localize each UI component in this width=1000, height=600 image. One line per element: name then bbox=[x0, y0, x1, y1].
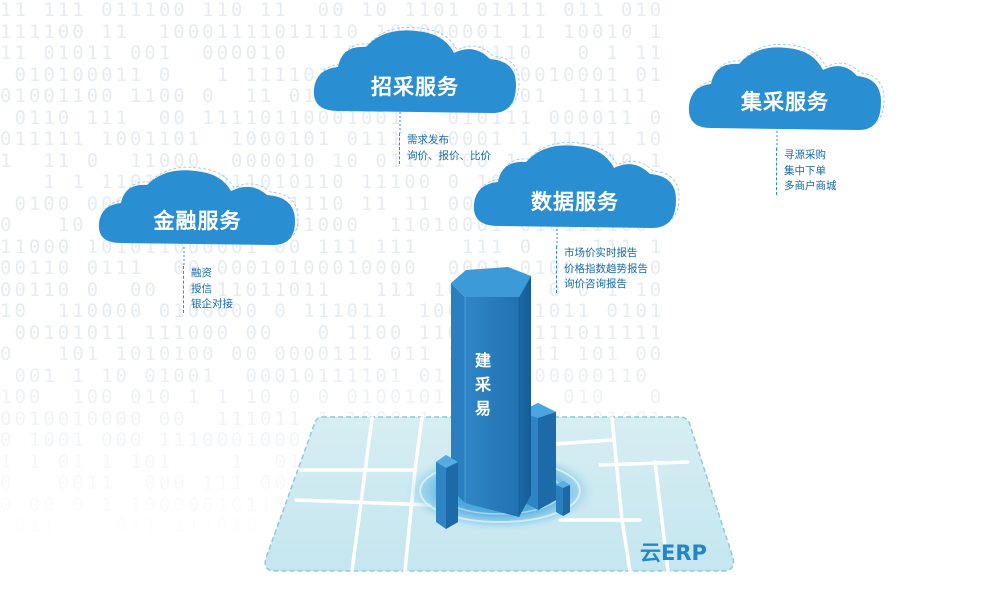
list-item: 集中下单 bbox=[784, 164, 826, 177]
main-tower bbox=[451, 267, 531, 517]
cloud-data-shape bbox=[473, 141, 680, 228]
cloud-finance-shape bbox=[98, 166, 299, 245]
cloud-finance-service: 金融服务 bbox=[95, 165, 300, 255]
tender-items: 需求发布 询价、报价、比价 bbox=[399, 133, 491, 164]
tiny-tower bbox=[556, 481, 570, 516]
tower-label: 建采易 bbox=[472, 352, 491, 424]
list-item: 寻源采购 bbox=[784, 149, 826, 161]
cloud-central-title: 集采服务 bbox=[741, 90, 829, 114]
cloud-tender-title: 招采服务 bbox=[371, 75, 459, 99]
list-item: 授信 bbox=[191, 282, 212, 295]
list-item: 市场价实时报告 bbox=[564, 247, 638, 259]
cloud-finance-title: 金融服务 bbox=[153, 209, 242, 233]
central-items: 寻源采购 集中下单 多商户商城 bbox=[776, 148, 837, 195]
cloud-data-title: 数据服务 bbox=[531, 190, 619, 214]
cloud-data-service: 数据服务 bbox=[470, 140, 680, 235]
data-items: 市场价实时报告 价格指数趋势报告 询价咨询报告 bbox=[556, 246, 648, 293]
list-item: 询价、报价、比价 bbox=[407, 149, 491, 162]
cloud-tender-service: 招采服务 bbox=[310, 25, 520, 120]
list-item: 多商户商城 bbox=[784, 180, 837, 192]
list-item: 需求发布 bbox=[407, 134, 449, 146]
cloud-tender-shape bbox=[313, 26, 520, 113]
cloud-central-shape bbox=[688, 43, 885, 130]
platform-roads bbox=[294, 416, 690, 573]
list-item: 价格指数趋势报告 bbox=[564, 262, 648, 275]
list-item: 银企对接 bbox=[191, 298, 233, 310]
small-tower-left bbox=[436, 455, 458, 529]
list-item: 融资 bbox=[191, 267, 212, 279]
cloud-central-purchase-service: 集采服务 bbox=[685, 42, 885, 137]
list-item: 询价咨询报告 bbox=[564, 278, 627, 290]
cloud-connectors bbox=[183, 112, 778, 267]
platform-brand-label: 云ERP bbox=[640, 541, 707, 565]
finance-items: 融资 授信 银企对接 bbox=[183, 266, 233, 313]
